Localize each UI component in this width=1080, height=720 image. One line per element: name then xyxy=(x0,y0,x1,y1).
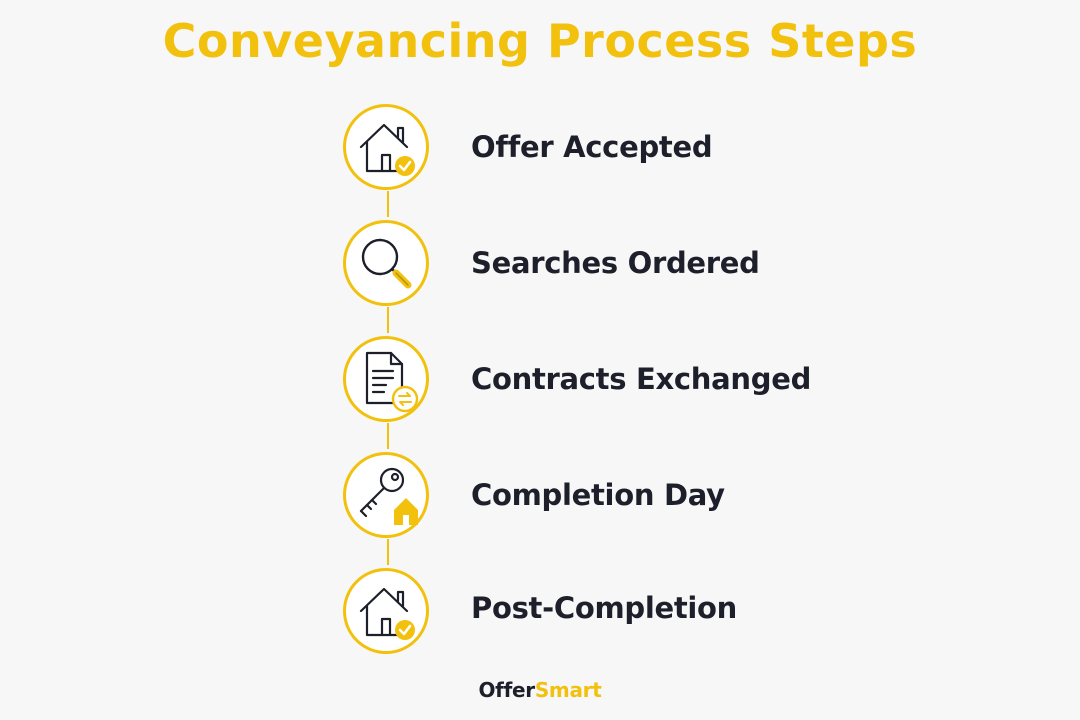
step-4-label: Completion Day xyxy=(471,478,725,512)
house-check-icon xyxy=(359,587,415,640)
brand-name-part-2: Smart xyxy=(534,678,602,702)
house-check-icon xyxy=(359,123,415,176)
step-connector xyxy=(387,539,389,565)
step-1-label: Offer Accepted xyxy=(471,130,713,164)
page-title: Conveyancing Process Steps xyxy=(162,14,918,68)
step-3-label: Contracts Exchanged xyxy=(471,362,812,396)
document-exchange-icon xyxy=(365,351,419,413)
brand-name-part-1: Offer xyxy=(478,678,535,702)
step-5-circle xyxy=(343,568,429,654)
magnifier-icon xyxy=(361,238,412,289)
step-connector xyxy=(387,191,389,217)
step-1-circle xyxy=(343,104,429,190)
step-5-label: Post-Completion xyxy=(471,591,738,625)
brand-logo: OfferSmart xyxy=(0,678,1080,702)
step-connector xyxy=(387,423,389,449)
step-2-circle xyxy=(343,220,429,306)
step-4-circle xyxy=(343,452,429,538)
step-3-circle xyxy=(343,336,429,422)
step-2-label: Searches Ordered xyxy=(471,246,760,280)
key-house-icon xyxy=(359,467,418,525)
step-connector xyxy=(387,307,389,333)
